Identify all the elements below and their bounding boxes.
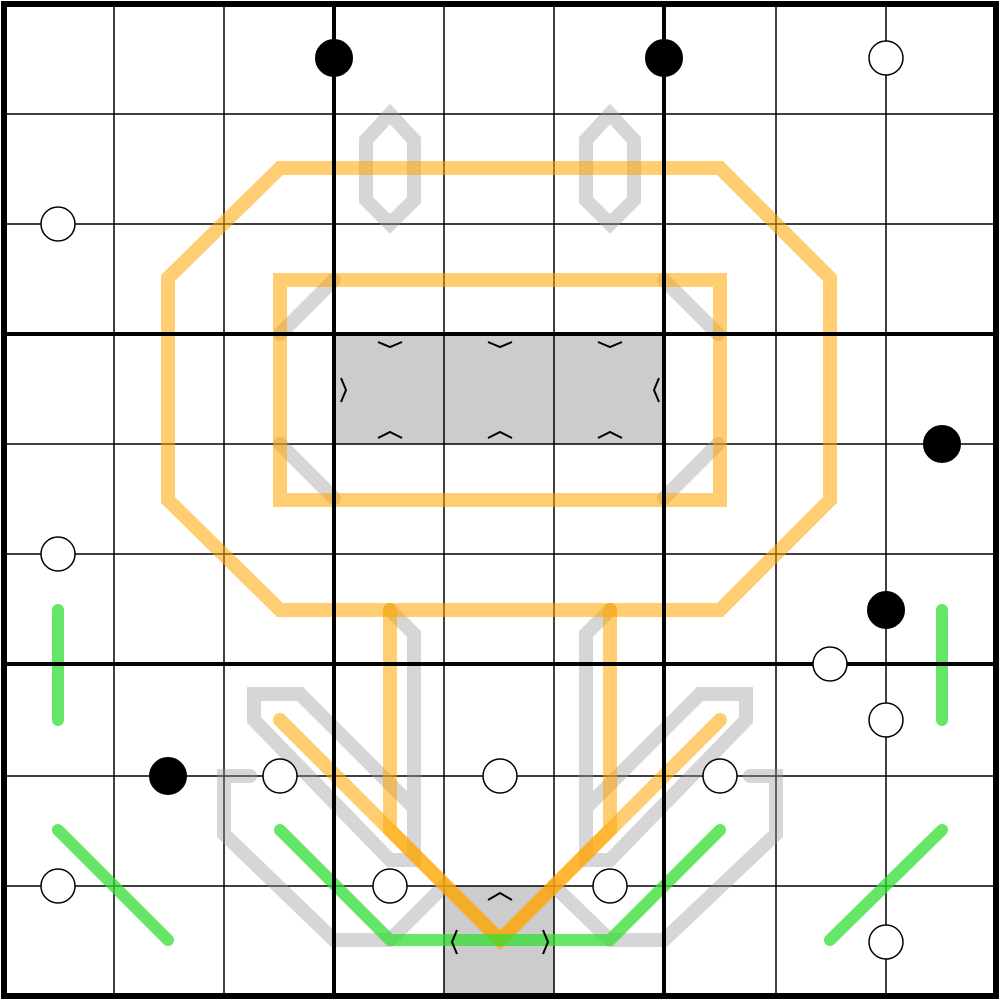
- gray-lines: [217, 103, 783, 947]
- gray-loop: [579, 103, 641, 234]
- black-dot: [645, 39, 683, 77]
- white-dot: [702, 758, 738, 794]
- gray-line: [247, 603, 421, 867]
- white-dot: [40, 206, 76, 242]
- chevron-down-icon: [377, 341, 403, 349]
- chevron-down-icon: [597, 341, 623, 349]
- chevron-down-icon: [487, 341, 513, 349]
- white-dot: [40, 868, 76, 904]
- chevron-marks: [340, 341, 660, 955]
- black-dot: [149, 757, 187, 795]
- chevron-right-icon: [542, 929, 550, 955]
- orange-outer-loop: [161, 161, 837, 617]
- green-line: [52, 824, 174, 946]
- gray-loop: [359, 103, 421, 234]
- chevron-up-icon: [487, 891, 513, 901]
- white-dot: [482, 758, 518, 794]
- shaded-cell: [554, 334, 664, 444]
- gray-line: [273, 437, 341, 505]
- green-line: [824, 824, 948, 946]
- chevron-up-icon: [487, 430, 513, 439]
- chevron-left-icon: [652, 377, 660, 403]
- chevron-up-icon: [377, 430, 403, 439]
- white-dot: [40, 536, 76, 572]
- chevron-up-icon: [597, 430, 623, 439]
- gray-line: [657, 273, 725, 341]
- white-dot: [868, 40, 904, 76]
- white-dot: [262, 758, 298, 794]
- shaded-cell: [334, 334, 444, 444]
- black-dot: [315, 39, 353, 77]
- white-dot: [868, 702, 904, 738]
- orange-lines: [161, 161, 837, 950]
- white-dot: [868, 924, 904, 960]
- black-dot: [867, 591, 905, 629]
- gray-line: [547, 769, 783, 947]
- shaded-cell: [444, 334, 554, 444]
- gray-line: [217, 769, 451, 947]
- white-dot: [372, 868, 408, 904]
- gray-line: [273, 273, 341, 341]
- black-dot: [923, 425, 961, 463]
- kropki-dots: [40, 39, 961, 960]
- chevron-left-icon: [450, 929, 458, 955]
- gray-line: [657, 437, 725, 505]
- gray-line: [579, 603, 753, 867]
- orange-inner-loop: [273, 273, 727, 507]
- white-dot: [592, 868, 628, 904]
- white-dot: [812, 646, 848, 682]
- chevron-right-icon: [340, 377, 348, 403]
